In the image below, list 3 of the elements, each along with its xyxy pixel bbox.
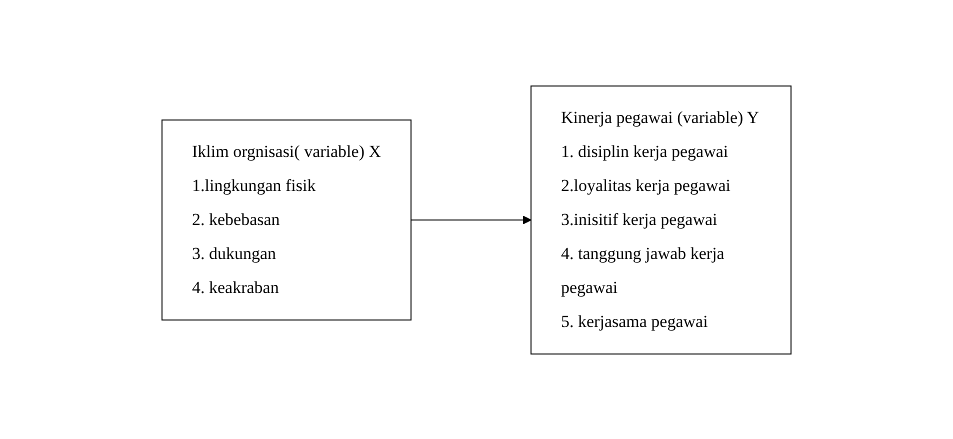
node-box: Iklim orgnisasi( variable) X 1.lingkungan fisik 2. kebebasan 3. dukungan 4. keakraban	[161, 119, 412, 320]
arrow	[410, 215, 532, 224]
node-box: Kinerja pegawai (variable) Y 1. disiplin kerja pegawai 2.loyalitas kerja pegawai 3.inisitif kerja pegawai 4. tanggung jawab kerja pegawai 5. kerjasama pegawai	[530, 85, 792, 354]
